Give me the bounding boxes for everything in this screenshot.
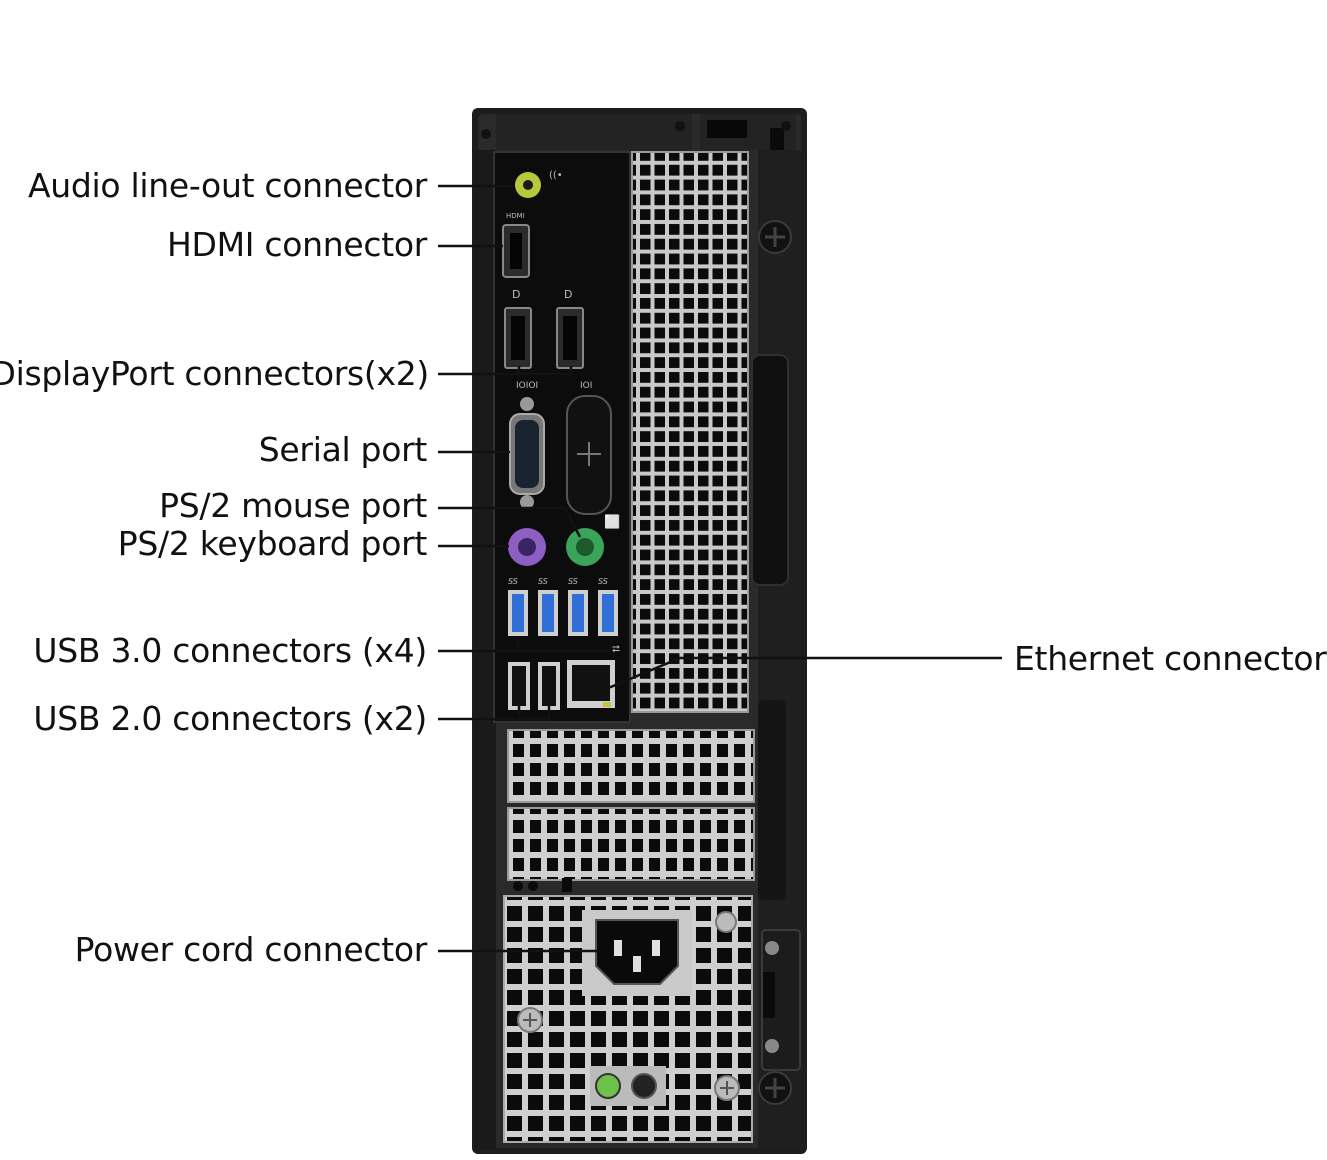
hdmi-mark: HDMI: [506, 212, 525, 220]
usb2-port-2[interactable]: [538, 662, 560, 710]
hdmi-port[interactable]: [502, 224, 530, 278]
hdmi-label: HDMI connector: [166, 225, 427, 264]
displayport-icon-2: D: [564, 288, 572, 301]
usb3-port-1[interactable]: [508, 590, 528, 636]
usb3-port-3[interactable]: [568, 590, 588, 636]
psu-screw-top: [715, 911, 737, 933]
expansion-slot-1: [507, 729, 755, 803]
audio-label: Audio line-out connector: [28, 166, 427, 205]
callout-lines: [438, 184, 1002, 953]
ps2-mouse-label: PS/2 mouse port: [159, 486, 427, 525]
serial-port[interactable]: [509, 397, 545, 509]
usb3-port-4[interactable]: [598, 590, 618, 636]
usb3-port-2[interactable]: [538, 590, 558, 636]
audio-symbol-icon: ((•: [549, 170, 563, 181]
ethernet-port[interactable]: [567, 660, 615, 708]
lock-slot: [707, 120, 747, 138]
audio-jack[interactable]: [515, 172, 541, 198]
serial-port-label: Serial port: [258, 430, 428, 469]
displayport-port-1[interactable]: [504, 307, 532, 369]
usb3-mark-4: SS: [598, 577, 608, 586]
mouse-symbol-icon: ⬜: [604, 514, 620, 530]
vent-grille: [632, 152, 748, 712]
usb3-mark-1: SS: [508, 577, 518, 586]
usb2-port-1[interactable]: [508, 662, 530, 710]
thumb-screw-bottom: [758, 1071, 792, 1105]
displayport-port-2[interactable]: [556, 307, 584, 369]
parallel-symbol-icon: IOI: [580, 381, 592, 391]
chassis-handle: [751, 354, 789, 586]
expansion-slot-2: [507, 807, 755, 881]
usb3-mark-2: SS: [538, 577, 548, 586]
usb2-label: USB 2.0 connectors (x2): [33, 699, 427, 738]
blank-port-cover: [566, 395, 612, 515]
ethernet-label: Ethernet connector: [1014, 639, 1327, 678]
displayport-icon: D: [512, 288, 520, 301]
serial-symbol-icon: IOIOI: [516, 381, 538, 391]
ps2-keyboard-label: PS/2 keyboard port: [117, 524, 428, 563]
psu-diagnostic-panel: [590, 1066, 666, 1106]
psu-screw-right: [714, 1075, 740, 1101]
power-cord-label: Power cord connector: [74, 930, 428, 969]
power-cord-socket[interactable]: [582, 910, 692, 996]
thumb-screw-top: [758, 220, 792, 254]
ps2-mouse-port[interactable]: [566, 528, 604, 566]
usb3-label: USB 3.0 connectors (x4): [33, 631, 427, 670]
usb3-mark-3: SS: [568, 577, 578, 586]
network-symbol-icon: ⮂: [612, 644, 620, 655]
ps2-keyboard-port[interactable]: [508, 528, 546, 566]
psu-screw-left: [517, 1007, 543, 1033]
displayport-label: DisplayPort connectors(x2): [0, 354, 429, 393]
